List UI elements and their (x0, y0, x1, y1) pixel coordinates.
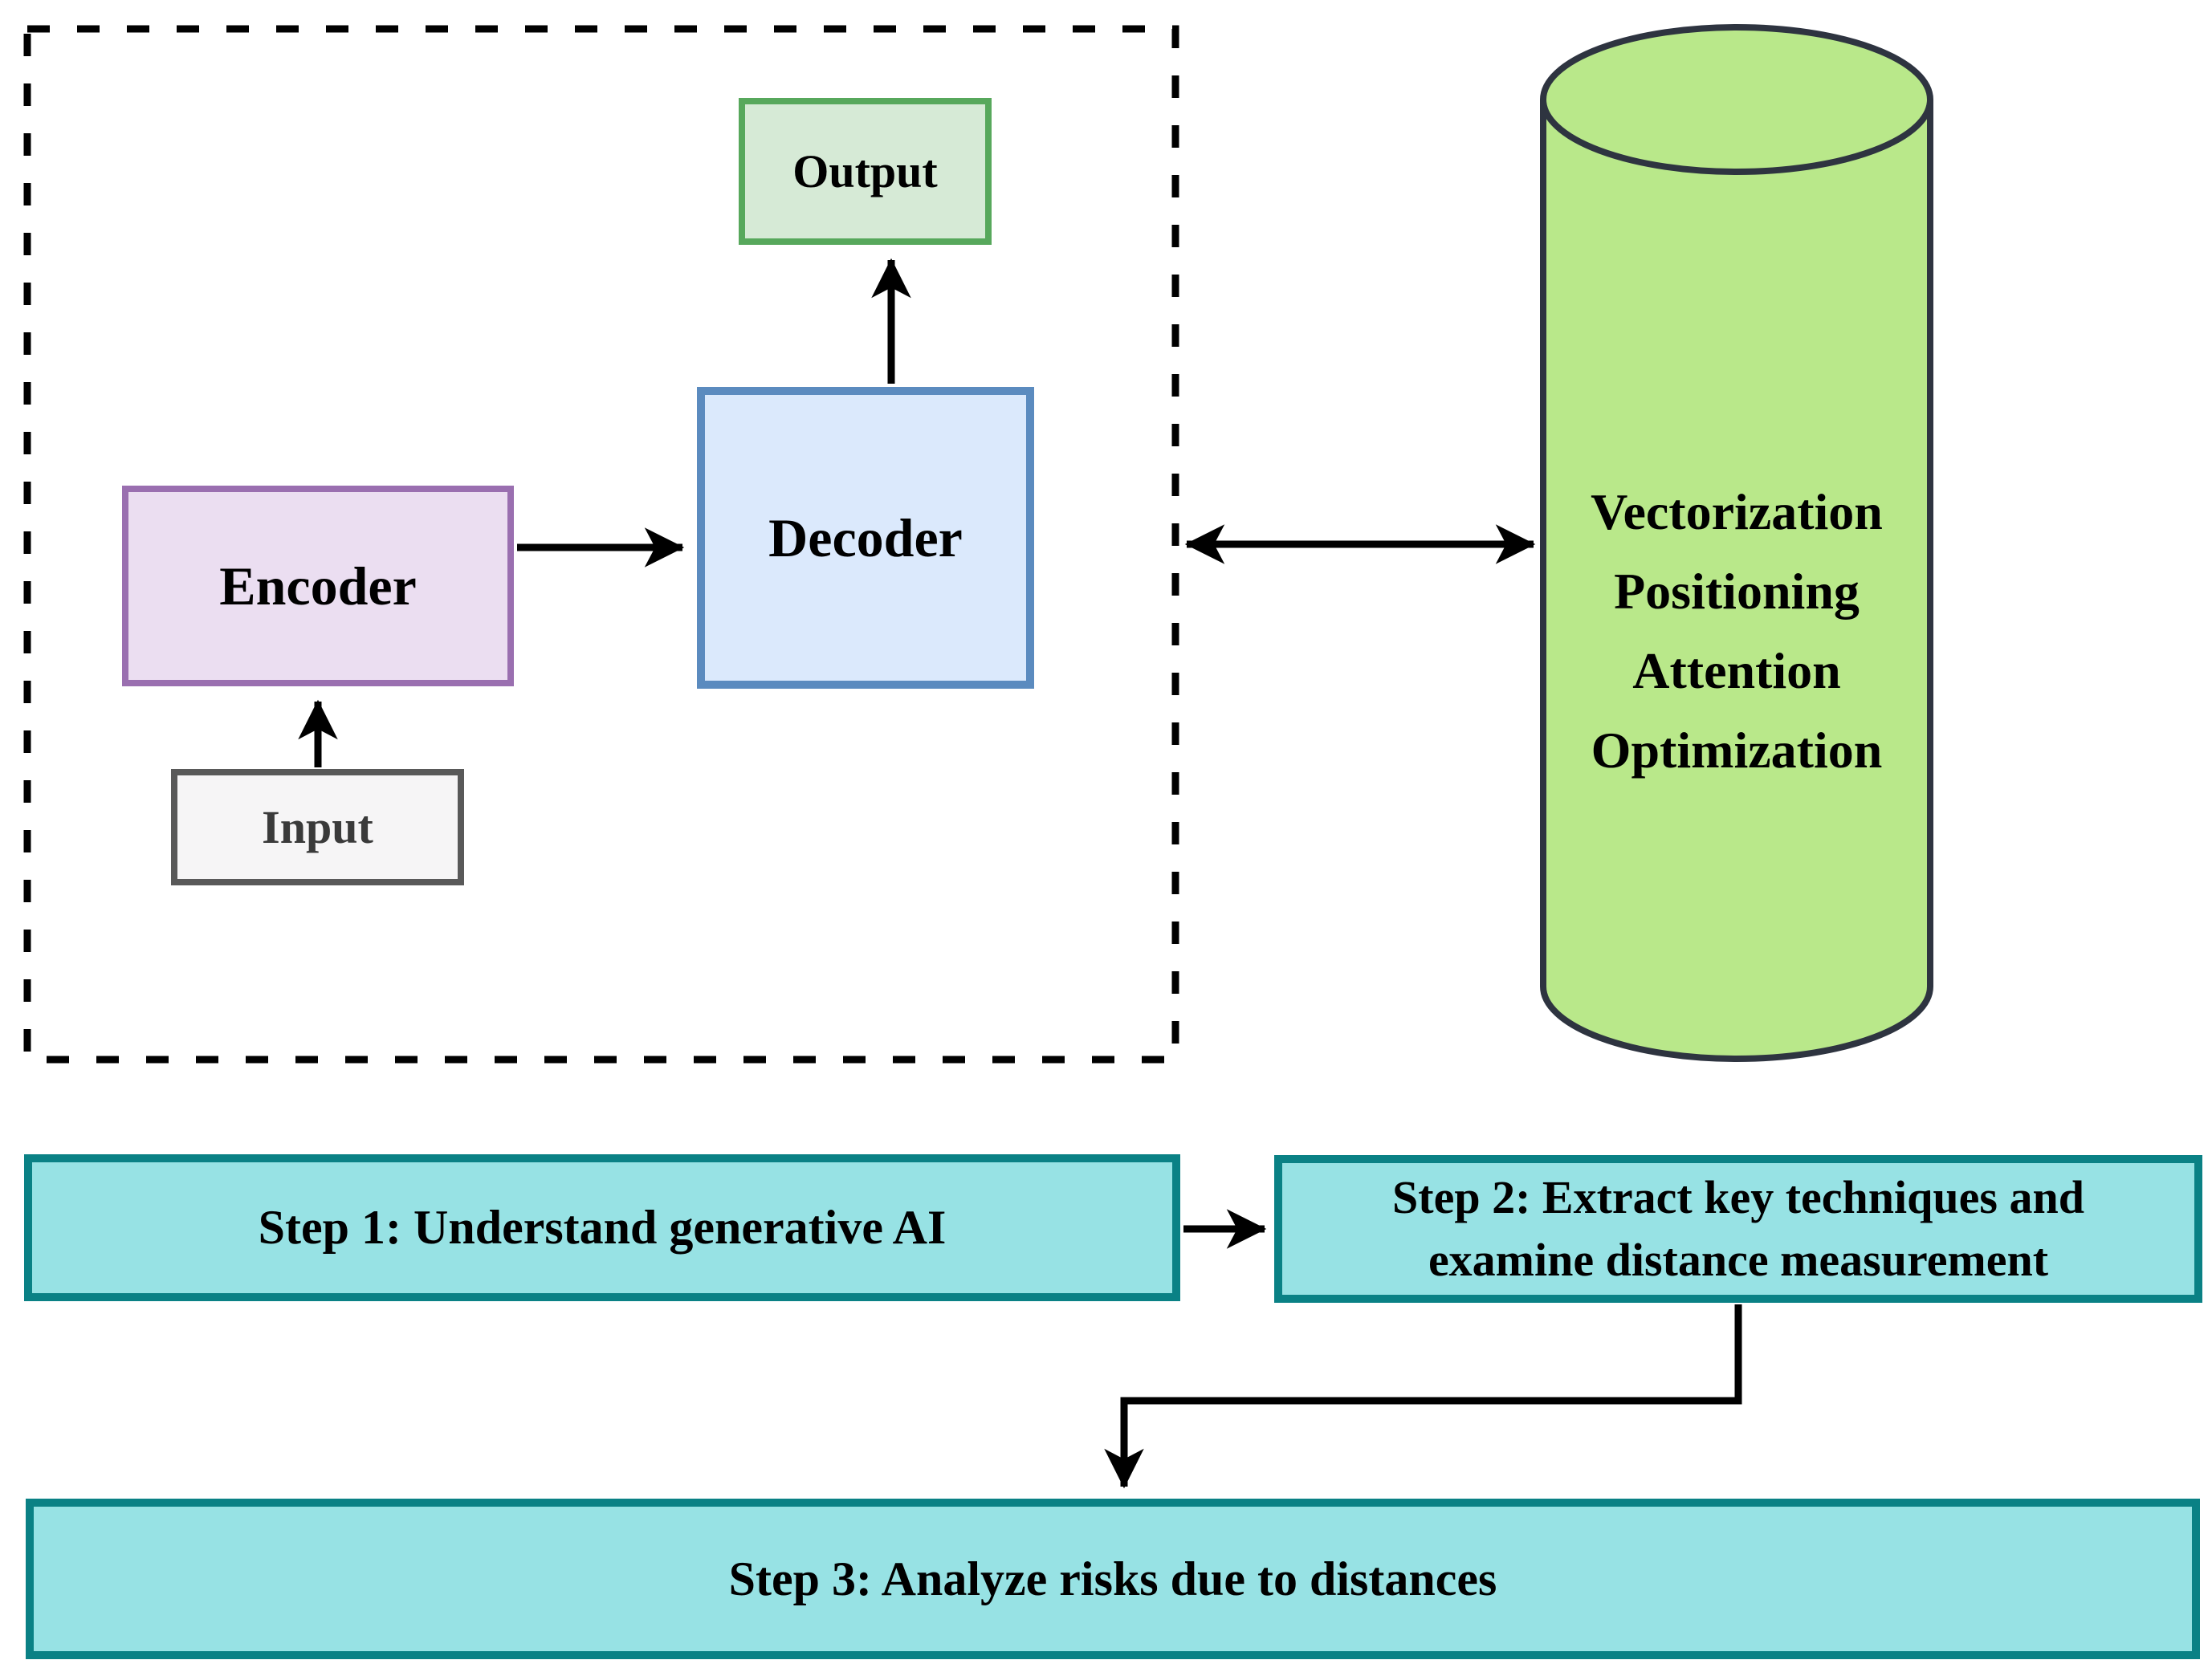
decoder-box: Decoder (697, 387, 1034, 689)
step2-label-line1: Step 2: Extract key techniques and (1392, 1171, 2084, 1223)
cylinder-body (1540, 100, 1933, 1062)
encoder-box: Encoder (122, 486, 514, 686)
step2-box: Step 2: Extract key techniques and exami… (1274, 1155, 2202, 1303)
step2-label-line2: examine distance measurement (1428, 1234, 2049, 1286)
output-box: Output (739, 98, 992, 245)
dashed-boundary (23, 25, 1179, 1064)
cylinder-line-positioning: Positioning (1614, 563, 1860, 620)
cylinder-line-optimization: Optimization (1591, 722, 1883, 779)
encoder-label: Encoder (219, 555, 417, 616)
step1-label: Step 1: Understand generative AI (258, 1201, 947, 1254)
cylinder-top (1540, 24, 1933, 175)
step3-label: Step 3: Analyze risks due to distances (728, 1552, 1497, 1605)
arrow-step2-to-step3 (1104, 1304, 1742, 1489)
step1-box: Step 1: Understand generative AI (24, 1154, 1180, 1301)
input-box: Input (171, 769, 464, 885)
cylinder-line-vectorization: Vectorization (1591, 483, 1883, 540)
cylinder-line-attention: Attention (1632, 642, 1841, 699)
cylinder-label: Vectorization Positioning Attention Opti… (1543, 472, 1930, 790)
database-cylinder (1540, 24, 1933, 1062)
step3-box: Step 3: Analyze risks due to distances (26, 1499, 2200, 1659)
decoder-label: Decoder (768, 507, 963, 568)
input-label: Input (262, 801, 373, 853)
output-label: Output (792, 145, 938, 197)
